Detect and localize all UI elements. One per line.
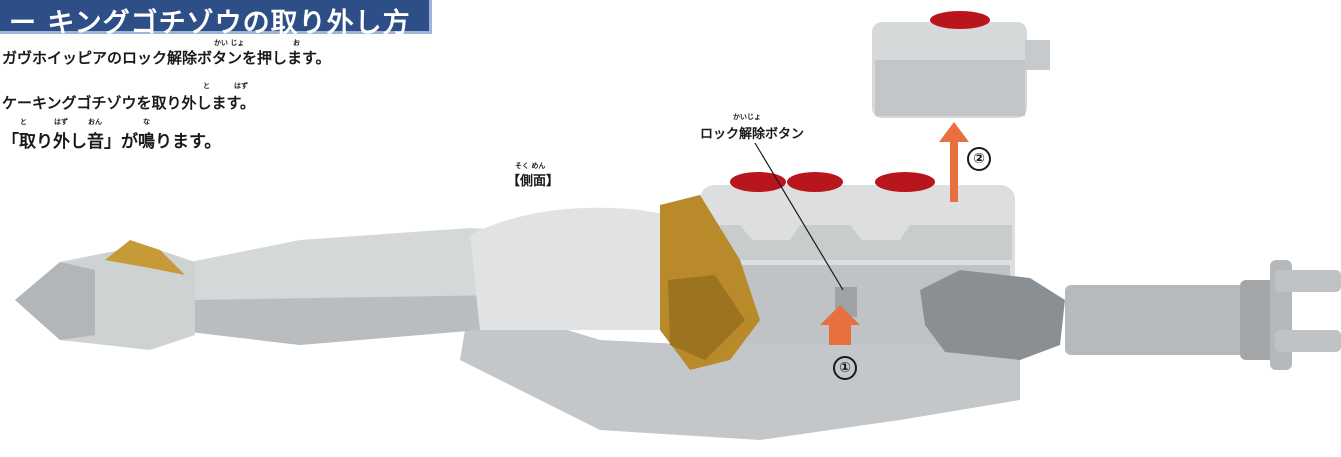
side-view-label: 【側面】 bbox=[507, 174, 560, 189]
step-2-text: ケーキングゴチゾウを取り外します。 bbox=[2, 94, 256, 112]
marker-1: ① bbox=[833, 356, 857, 380]
ruby-hazu: はず bbox=[234, 82, 248, 90]
lock-button-label: ロック解除ボタン bbox=[700, 127, 805, 142]
ruby-kaijo-label: かいじょ bbox=[733, 113, 761, 121]
red-gem-3 bbox=[875, 172, 935, 192]
step-1-text: ガヴホイッピアのロック解除ボタンを押します。 bbox=[2, 49, 331, 67]
device-bulge bbox=[470, 207, 700, 330]
ruby-o: お bbox=[293, 39, 300, 47]
red-gem-1 bbox=[730, 172, 786, 192]
device-grip-rod bbox=[1065, 285, 1245, 355]
section-header: ー キングゴチゾウの取り外し方 bbox=[0, 0, 432, 39]
ruby-to-3: と bbox=[20, 118, 27, 126]
device-body-lower bbox=[460, 300, 1020, 440]
gold-fin-front bbox=[105, 240, 185, 275]
section-title: ー キングゴチゾウの取り外し方 bbox=[9, 8, 411, 39]
step-3-text: 「取り外し音」が鳴ります。 bbox=[2, 132, 222, 152]
detached-red-gem bbox=[930, 11, 990, 29]
arrow-1 bbox=[820, 305, 860, 345]
ruby-hazu-3: はず bbox=[54, 118, 68, 126]
ruby-to: と bbox=[203, 82, 210, 90]
ruby-sokumen: そく めん bbox=[515, 162, 546, 170]
ruby-na-3: な bbox=[143, 118, 150, 126]
arrow-2 bbox=[939, 122, 969, 202]
ruby-on-3: おん bbox=[88, 118, 102, 126]
red-gem-2 bbox=[787, 172, 843, 192]
ruby-kaijo: かい じょ bbox=[214, 39, 245, 47]
leader-line bbox=[754, 142, 844, 291]
device-grip-head bbox=[920, 270, 1065, 360]
marker-2: ② bbox=[967, 147, 991, 171]
